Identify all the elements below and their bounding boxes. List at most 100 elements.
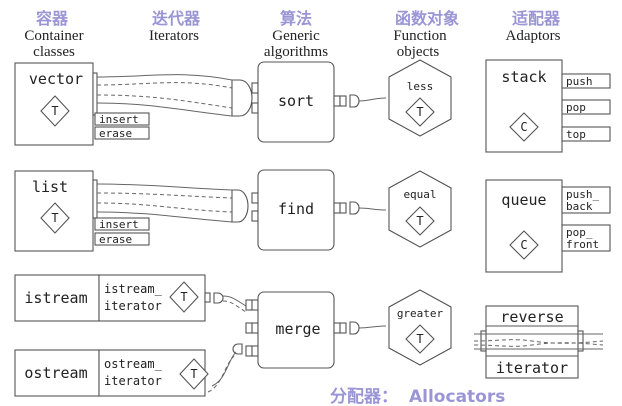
less-type-diamond — [405, 97, 435, 127]
istream-type-param: T — [180, 290, 187, 304]
queue-method-push-back — [561, 186, 611, 214]
header-iterators-cn: 迭代器 — [152, 9, 201, 28]
stack-method-push — [561, 73, 611, 89]
equal-label: equal — [403, 188, 436, 201]
algorithm-find: find — [257, 169, 347, 251]
allocators-cn: 分配器： — [330, 387, 398, 406]
list-type-diamond — [40, 202, 70, 234]
header-iterators-en: Iterators — [149, 28, 199, 44]
queue-type-diamond — [509, 230, 539, 260]
allocators-en: Allocators — [409, 387, 505, 406]
header-iterators: 迭代器 Iterators — [149, 9, 201, 44]
functor-greater: greater T — [388, 289, 452, 366]
equal-type-param: T — [416, 214, 423, 228]
header-function-objects-line1: Function — [393, 28, 447, 44]
ostream-iterator-line2: iterator — [104, 374, 162, 388]
stack-type-param: C — [520, 120, 527, 134]
istream-box — [14, 274, 100, 322]
vector-method-insert-label: insert — [99, 113, 139, 126]
header-algorithms-line1: Generic — [272, 28, 320, 44]
stack-method-top-label: top — [566, 128, 586, 141]
istream-iterator-line2: iterator — [104, 299, 162, 313]
list-method-erase-label: erase — [99, 233, 132, 246]
functor-equal: equal T — [388, 170, 452, 248]
sort-input-socket — [231, 79, 253, 117]
queue-method-push-back-line2: back — [566, 200, 593, 213]
queue-method-pop-front-line1: pop_ — [566, 226, 593, 239]
ostream-label: ostream — [24, 364, 87, 382]
header-algorithms: 算法 Generic algorithms — [264, 9, 328, 60]
queue-label: queue — [501, 191, 546, 209]
stack-method-top — [561, 126, 611, 142]
adaptor-queue: queue C push_ back pop_ front — [485, 179, 611, 273]
list-method-insert-label: insert — [99, 218, 139, 231]
istream-label: istream — [24, 289, 87, 307]
header-containers: 容器 Container classes — [24, 9, 83, 60]
stack-label: stack — [501, 68, 546, 86]
ostream-type-param: T — [190, 367, 197, 381]
list-iterator-port — [92, 179, 98, 219]
merge-label: merge — [275, 320, 320, 338]
greater-type-diamond — [405, 324, 435, 354]
merge-greater-connector — [349, 321, 387, 335]
list-label: list — [32, 178, 68, 196]
greater-type-param: T — [416, 332, 423, 346]
vector-label: vector — [29, 70, 83, 88]
ostream-box — [14, 349, 100, 397]
less-type-param: T — [416, 105, 423, 119]
equal-type-diamond — [405, 206, 435, 236]
vector-type-diamond — [40, 95, 70, 127]
find-equal-connector — [349, 201, 387, 215]
header-adaptors: 适配器 Adaptors — [506, 9, 561, 44]
list-type-param: T — [51, 211, 58, 225]
header-algorithms-line2: algorithms — [264, 44, 328, 60]
reverse-iterator-line2: iterator — [496, 359, 568, 377]
list-method-erase — [94, 232, 150, 246]
queue-method-pop-front-line2: front — [566, 238, 599, 251]
less-label: less — [407, 80, 434, 93]
vector-type-param: T — [51, 104, 58, 118]
algorithm-sort: sort — [257, 61, 347, 143]
algorithm-merge: merge — [257, 291, 347, 369]
vector-method-erase-label: erase — [99, 127, 132, 140]
vector-method-erase — [94, 126, 150, 140]
vector-method-insert — [94, 112, 150, 126]
stack-method-pop-label: pop — [566, 101, 586, 114]
header-containers-line2: classes — [33, 44, 75, 60]
container-vector: vector T insert erase — [14, 62, 150, 146]
streams-merge-connector — [207, 292, 259, 393]
sort-label: sort — [278, 92, 314, 110]
header-algorithms-cn: 算法 — [280, 9, 312, 28]
ostream-type-diamond — [179, 358, 209, 390]
queue-method-push-back-line1: push_ — [566, 188, 599, 201]
ostream-iterator-line1: ostream_ — [104, 357, 163, 371]
find-input-socket — [231, 189, 249, 223]
header-adaptors-cn: 适配器 — [512, 9, 561, 28]
sort-less-connector — [349, 94, 387, 108]
istream-type-diamond — [169, 281, 199, 313]
queue-method-pop-front — [561, 224, 611, 252]
header-containers-cn: 容器 — [35, 9, 69, 28]
stack-type-diamond — [509, 112, 539, 142]
container-list: list T insert erase — [14, 170, 150, 252]
istream-iterator-line1: istream_ — [104, 282, 163, 296]
reverse-iterator-line1: reverse — [500, 308, 563, 326]
header-function-objects-cn: 函数对象 — [395, 9, 459, 28]
greater-label: greater — [397, 307, 444, 320]
list-find-connector — [96, 183, 259, 223]
find-label: find — [278, 200, 314, 218]
allocators-caption: 分配器： Allocators — [330, 387, 505, 406]
vector-sort-connector — [96, 74, 259, 117]
adaptor-reverse-iterator: reverse iterator — [473, 305, 604, 379]
stream-istream: istream istream_ iterator T — [14, 274, 211, 322]
header-function-objects-line2: objects — [397, 44, 440, 60]
stream-ostream: ostream ostream_ iterator T — [14, 349, 209, 397]
header-containers-line1: Container — [24, 28, 83, 44]
vector-iterator-port — [92, 72, 98, 116]
functor-less: less T — [388, 59, 452, 137]
adaptor-stack: stack C push pop top — [485, 59, 611, 153]
queue-type-param: C — [520, 238, 527, 252]
list-method-insert — [94, 217, 150, 231]
stack-method-pop — [561, 99, 611, 115]
